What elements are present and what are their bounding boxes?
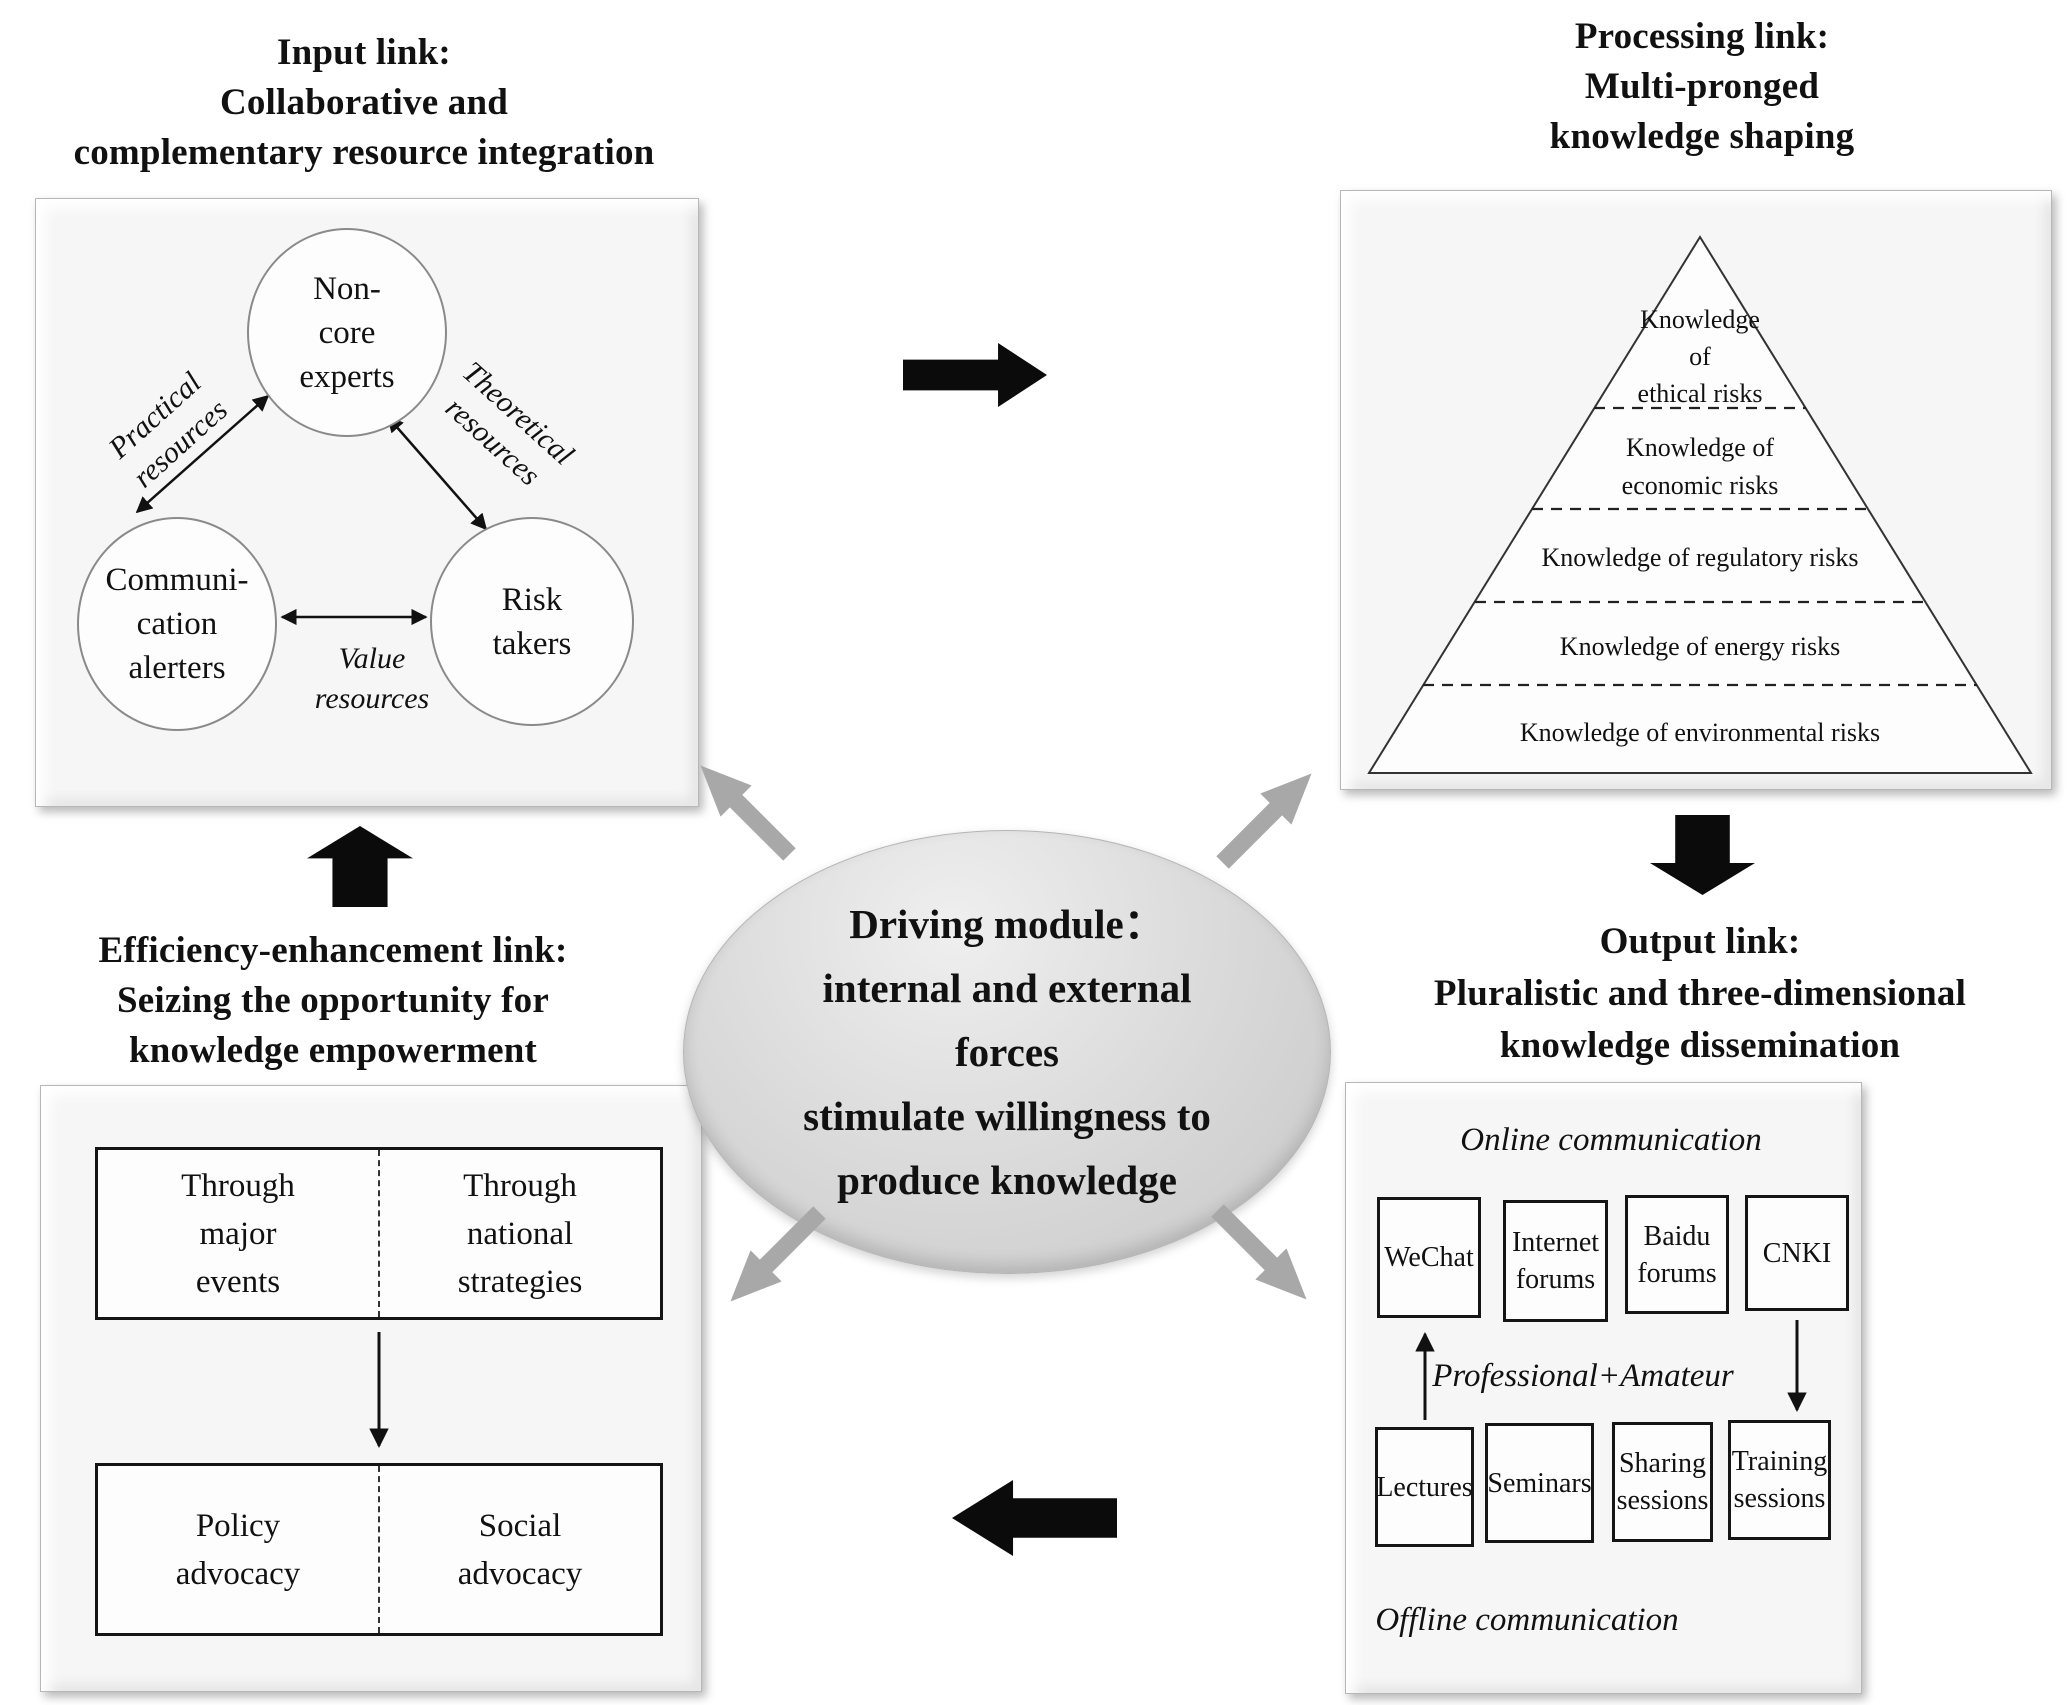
- seminars-box: Seminars: [1485, 1423, 1594, 1543]
- pyramid-level-energy: Knowledge of energy risks: [1559, 631, 1841, 661]
- wechat-box: WeChat: [1377, 1197, 1481, 1318]
- offline-communication-label: Offline communication: [1375, 1602, 1679, 1638]
- pyramid-level-ethical: Knowledge of ethical risks: [1637, 304, 1763, 408]
- output-to-efficiency-arrow-icon: [952, 1480, 1117, 1556]
- professional-amateur-label: Professional+Amateur: [1432, 1358, 1734, 1394]
- baidu-forums-box: Baidu forums: [1625, 1195, 1729, 1314]
- through-national-strategies-cell: Through national strategies: [378, 1150, 660, 1317]
- input-to-processing-arrow-icon: [903, 343, 1047, 407]
- risk-takers-circle: Risk takers: [430, 517, 634, 726]
- driving-module-ellipse: Driving module： internal and external fo…: [683, 830, 1331, 1274]
- pyramid-level-environmental: Knowledge of environmental risks: [1519, 717, 1881, 747]
- gray-arrow-to-input-icon: [685, 750, 805, 870]
- sharing-sessions-box: Sharing sessions: [1612, 1422, 1713, 1542]
- output-panel: [1345, 1082, 1862, 1694]
- non-core-experts-circle: Non- core experts: [247, 228, 447, 437]
- communication-alerters-circle: Communi- cation alerters: [77, 517, 277, 731]
- driving-module-text: Driving module： internal and external fo…: [803, 901, 1211, 1203]
- cnki-box: CNKI: [1745, 1195, 1849, 1311]
- input-link-title: Input link: Collaborative and complement…: [73, 32, 655, 173]
- training-sessions-box: Training sessions: [1728, 1420, 1831, 1540]
- efficiency-stage1-box: Through major events Through national st…: [95, 1147, 663, 1320]
- pyramid-level-economic: Knowledge of economic risks: [1621, 433, 1779, 500]
- gray-arrow-to-processing-icon: [1207, 758, 1327, 878]
- processing-link-title: Processing link: Multi-pronged knowledge…: [1549, 16, 1855, 157]
- social-advocacy-cell: Social advocacy: [378, 1466, 660, 1633]
- efficiency-stage2-box: Policy advocacy Social advocacy: [95, 1463, 663, 1636]
- policy-advocacy-cell: Policy advocacy: [175, 1507, 301, 1592]
- pyramid-level-regulatory: Knowledge of regulatory risks: [1541, 542, 1859, 572]
- lectures-box: Lectures: [1375, 1427, 1474, 1547]
- efficiency-link-title: Efficiency-enhancement link: Seizing the…: [98, 930, 568, 1071]
- internet-forums-box: Internet forums: [1503, 1200, 1608, 1322]
- output-link-title: Output link: Pluralistic and three-dimen…: [1433, 921, 1967, 1066]
- processing-to-output-arrow-icon: [1650, 815, 1755, 895]
- gray-arrow-to-output-icon: [1202, 1195, 1322, 1315]
- gray-arrow-to-efficiency-icon: [715, 1197, 835, 1317]
- efficiency-to-input-arrow-icon: [307, 826, 413, 907]
- value-resources-label: Value resources: [314, 642, 430, 715]
- online-communication-label: Online communication: [1460, 1122, 1762, 1158]
- through-major-events-cell: Through major events: [181, 1167, 295, 1300]
